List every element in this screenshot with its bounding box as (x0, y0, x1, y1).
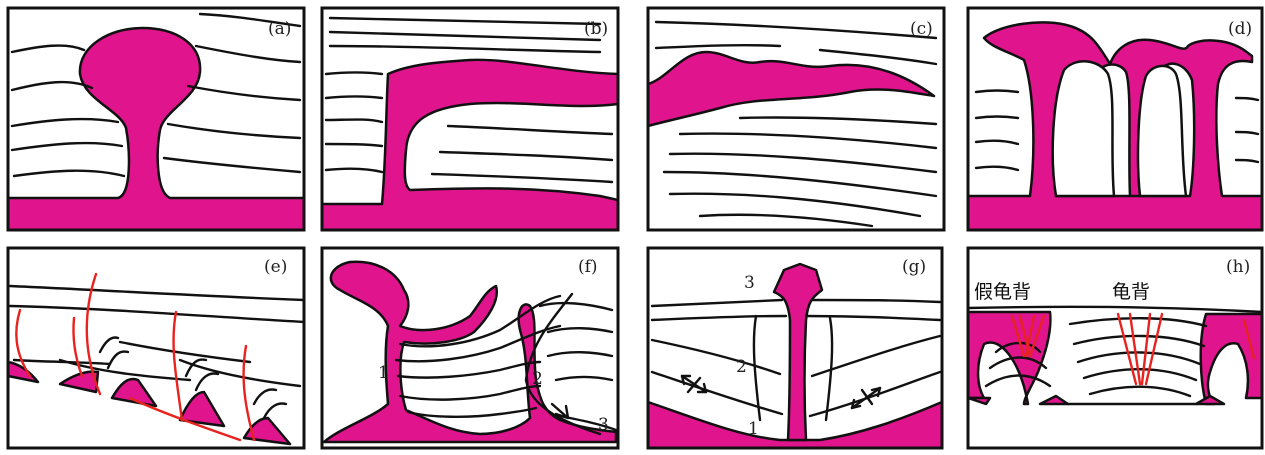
cell-right-d (1138, 66, 1186, 196)
strata-f (396, 296, 616, 430)
panel-f: 1 2 3 (f) (322, 248, 618, 448)
panel-h: 假龟背 龟背 (h) (968, 248, 1262, 448)
salt-tongue-c (648, 52, 934, 126)
salt-pillows-e (8, 362, 290, 444)
salt-walls-d (968, 22, 1262, 230)
marker-f-1: 1 (378, 363, 389, 383)
annotation-false-turtleback: 假龟背 (974, 281, 1031, 303)
cell-left-d (1053, 61, 1114, 196)
marker-g-1: 1 (748, 419, 759, 439)
panel-label-e: (e) (264, 257, 287, 277)
panel-label-a: (a) (268, 19, 291, 39)
panel-d: (d) (968, 8, 1262, 230)
panel-b: (b) (322, 8, 618, 230)
panel-e: (e) (8, 248, 304, 448)
panel-label-h: (h) (1226, 257, 1250, 277)
panel-label-c: (c) (910, 19, 933, 39)
annotation-turtleback: 龟背 (1112, 281, 1150, 303)
panel-label-f: (f) (578, 257, 598, 277)
marker-g-3: 3 (744, 273, 755, 293)
panel-g: 1 2 3 (g) (648, 248, 942, 448)
strata-e (10, 286, 304, 386)
panel-label-b: (b) (584, 19, 608, 39)
panel-c: (c) (648, 8, 944, 230)
panel-a: (a) (8, 8, 304, 230)
marker-f-2: 2 (532, 369, 543, 389)
panel-label-g: (g) (902, 257, 926, 277)
salt-pillow-right-h (1201, 314, 1262, 404)
panel-label-d: (d) (1228, 19, 1252, 39)
marker-f-3: 3 (598, 415, 609, 435)
frame-c (648, 8, 944, 230)
marker-g-2: 2 (736, 357, 747, 377)
